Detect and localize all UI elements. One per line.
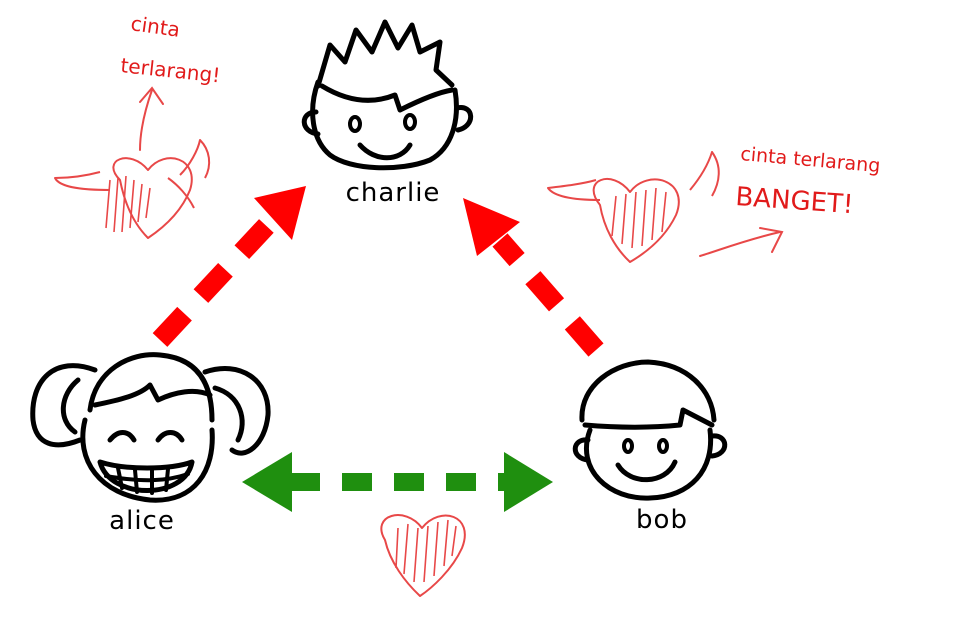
- note-left-line2: terlarang!: [119, 53, 221, 87]
- note-pointer-right-icon: [699, 227, 784, 257]
- alice-face: [30, 352, 271, 503]
- alice-label: alice: [109, 506, 175, 536]
- arrow-head-bob-charlie: [463, 198, 520, 256]
- charlie-label: charlie: [346, 178, 441, 208]
- arrow-head-alice-charlie: [254, 186, 306, 240]
- arrow-head-left: [242, 452, 292, 512]
- charlie-face: [301, 19, 474, 171]
- winged-heart-left-icon: [54, 139, 211, 239]
- note-right-line1: cinta terlarang: [740, 143, 882, 177]
- arrow-head-right: [504, 452, 553, 512]
- arrow-alice-bob: [242, 452, 553, 512]
- note-pointer-left-icon: [139, 86, 164, 151]
- heart-bottom-icon: [380, 514, 466, 597]
- winged-heart-right-icon: [547, 151, 720, 263]
- bob-face: [572, 359, 728, 501]
- arrow-bob-to-charlie: [463, 198, 604, 357]
- bob-label: bob: [636, 505, 688, 535]
- note-right-line2: BANGET!: [735, 182, 855, 220]
- note-left-line1: cinta: [129, 11, 181, 42]
- arrow-alice-to-charlie: [152, 186, 306, 347]
